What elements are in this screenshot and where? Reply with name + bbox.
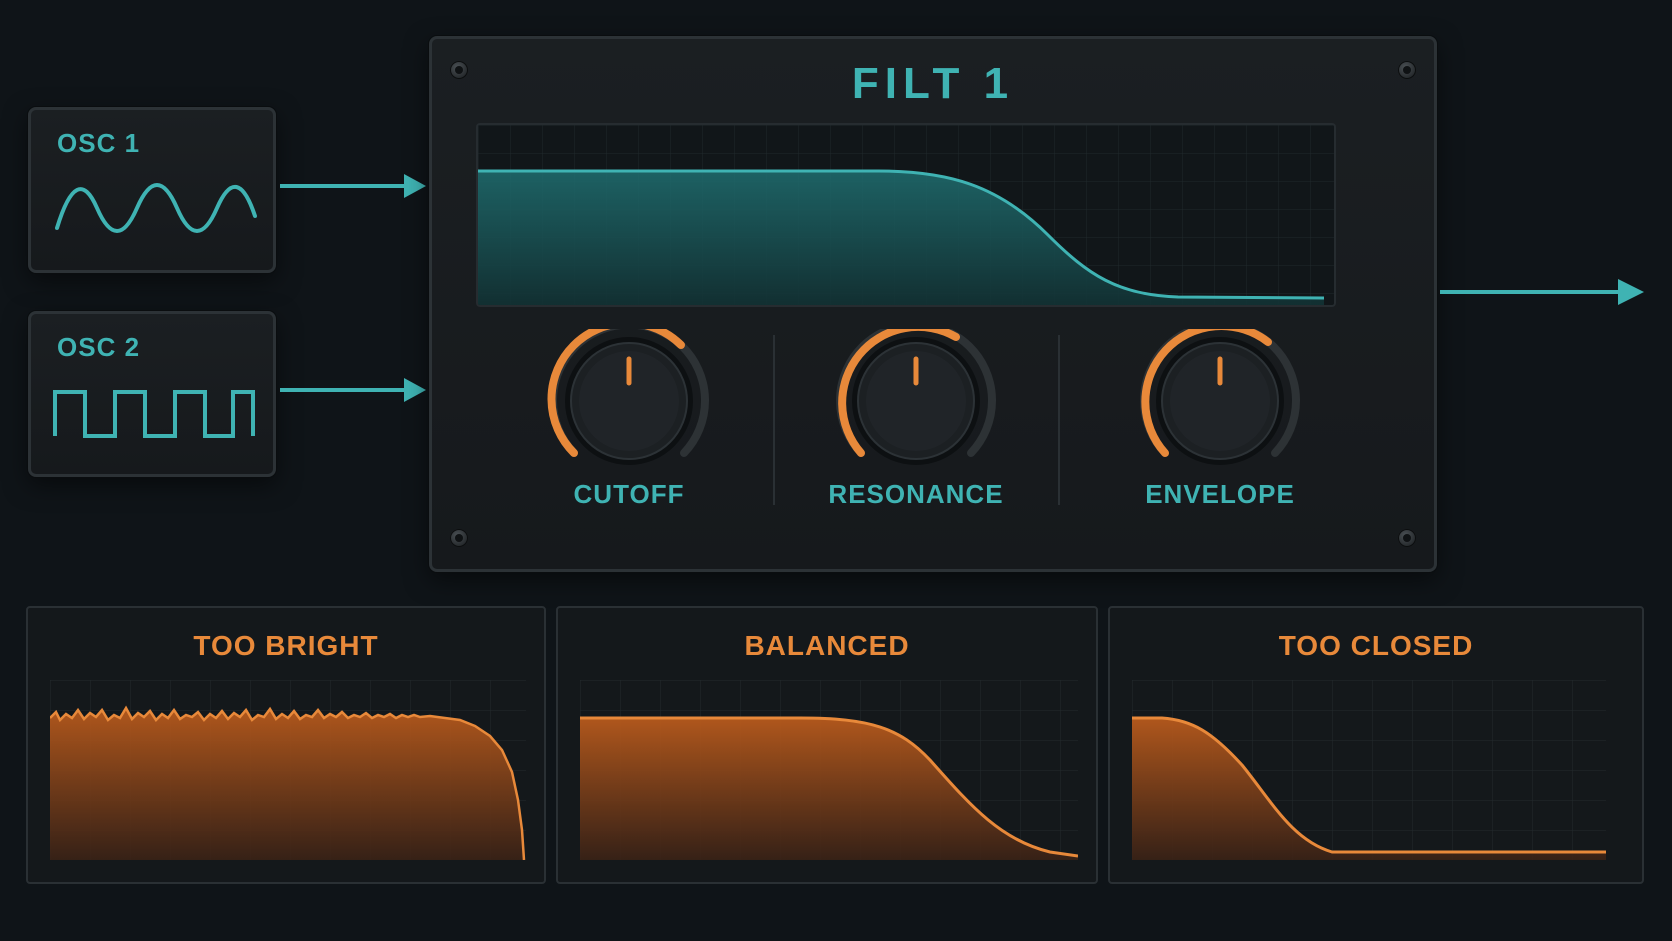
envelope-label: ENVELOPE: [1145, 479, 1295, 509]
filter-curve: [478, 171, 1324, 305]
filter-module: FILT 1 CU: [429, 36, 1437, 572]
osc1-module[interactable]: OSC 1: [28, 107, 276, 273]
resonance-label: RESONANCE: [828, 479, 1004, 509]
osc1-label: OSC 1: [57, 128, 141, 158]
resonance-knob[interactable]: RESONANCE: [816, 320, 1016, 549]
cutoff-label: CUTOFF: [573, 479, 685, 509]
osc2-module[interactable]: OSC 2: [28, 311, 276, 477]
screw-icon: [1398, 61, 1416, 79]
osc2-arrow-icon: [280, 378, 426, 402]
example-too-closed: TOO CLOSED: [1108, 606, 1644, 884]
spectrum-graph: [50, 680, 526, 860]
cutoff-knob[interactable]: CUTOFF: [529, 319, 729, 549]
screw-icon: [450, 61, 468, 79]
knob-divider: [773, 335, 775, 505]
envelope-knob[interactable]: ENVELOPE: [1120, 320, 1320, 549]
square-wave-icon: [53, 390, 255, 438]
knob-divider: [1058, 335, 1060, 505]
sine-wave-icon: [55, 183, 257, 233]
example-title: TOO CLOSED: [1278, 630, 1474, 661]
filter-title: FILT 1: [851, 59, 1015, 108]
osc1-arrow-icon: [280, 174, 426, 198]
example-title: BALANCED: [744, 630, 910, 661]
screw-icon: [1398, 529, 1416, 547]
output-arrow-icon: [1440, 279, 1644, 305]
osc2-label: OSC 2: [57, 332, 141, 362]
example-too-bright: TOO BRIGHT: [26, 606, 546, 884]
screw-icon: [450, 529, 468, 547]
spectrum-graph: [580, 680, 1078, 860]
spectrum-graph: [1132, 680, 1606, 860]
example-balanced: BALANCED: [556, 606, 1098, 884]
example-title: TOO BRIGHT: [193, 630, 379, 661]
filter-response-display: [476, 123, 1336, 307]
